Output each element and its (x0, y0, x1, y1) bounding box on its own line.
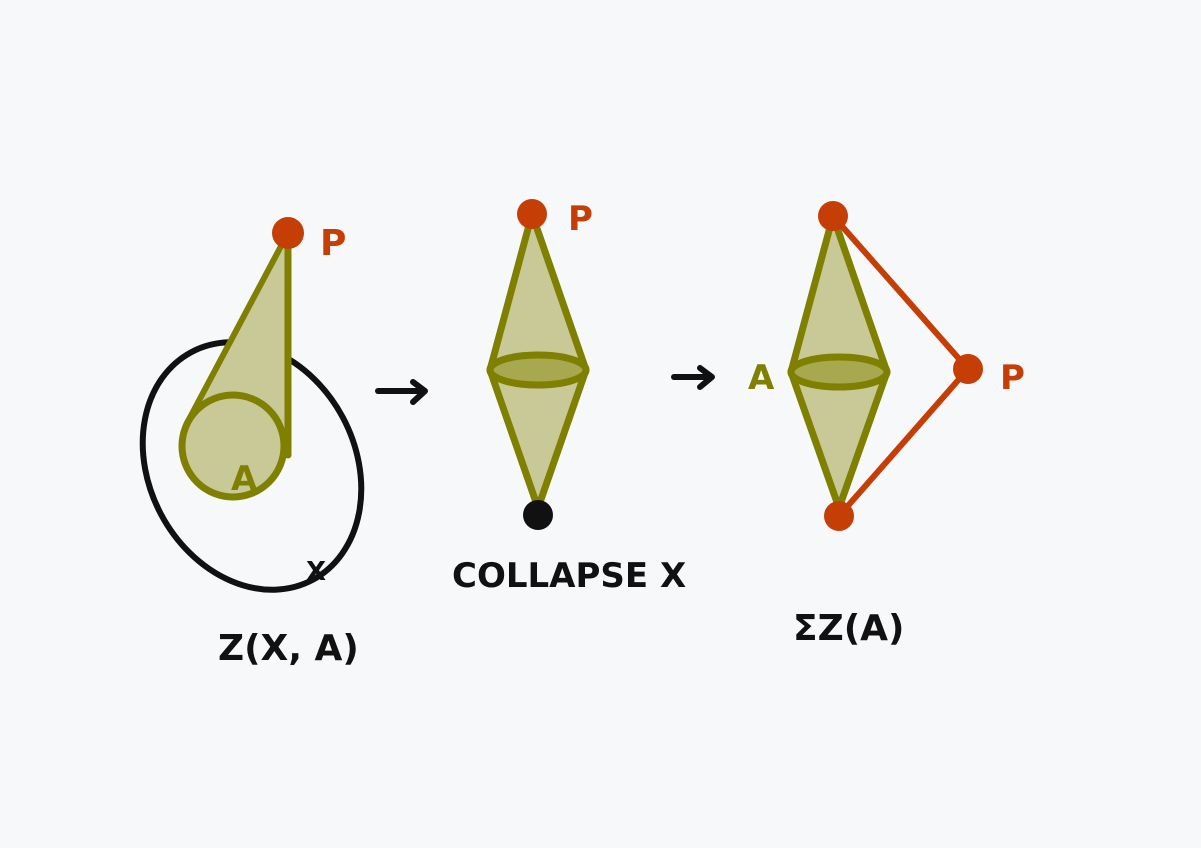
collapsed-point (523, 500, 553, 530)
apex-point (272, 217, 304, 249)
top-cone-point (818, 201, 848, 231)
top-point (517, 199, 547, 229)
panel3-caption: ΣZ(A) (793, 608, 904, 649)
edge-bottom-to-p (836, 366, 971, 519)
panel1-caption: Z(X, A) (218, 628, 359, 669)
lower-cone (787, 368, 891, 512)
middle-ellipse (787, 353, 891, 391)
upper-cone (787, 212, 891, 376)
edge-top-to-p (830, 213, 971, 372)
panel-mapping-cylinder: P A X Z(X, A) (139, 217, 365, 669)
space-x-ellipse (139, 339, 365, 593)
point-p-label: P (320, 223, 346, 264)
panel-collapse: P COLLAPSE X (452, 199, 686, 596)
point-p-label: P (1000, 358, 1025, 398)
arrow-right-2 (671, 365, 715, 390)
point-p-label: P (568, 199, 593, 239)
arrow-right-1 (375, 379, 428, 405)
subspace-a-disc (178, 391, 288, 501)
subspace-a-label: A (748, 358, 775, 398)
space-x-label: X (306, 557, 326, 587)
middle-ellipse (486, 351, 590, 389)
basepoint-p (953, 354, 983, 384)
subspace-a-label: A (231, 459, 258, 499)
panel2-caption: COLLAPSE X (452, 556, 686, 596)
panel-suspension: A P ΣZ(A) (748, 201, 1025, 649)
bottom-cone-point (824, 501, 854, 531)
lower-cone (486, 366, 590, 512)
